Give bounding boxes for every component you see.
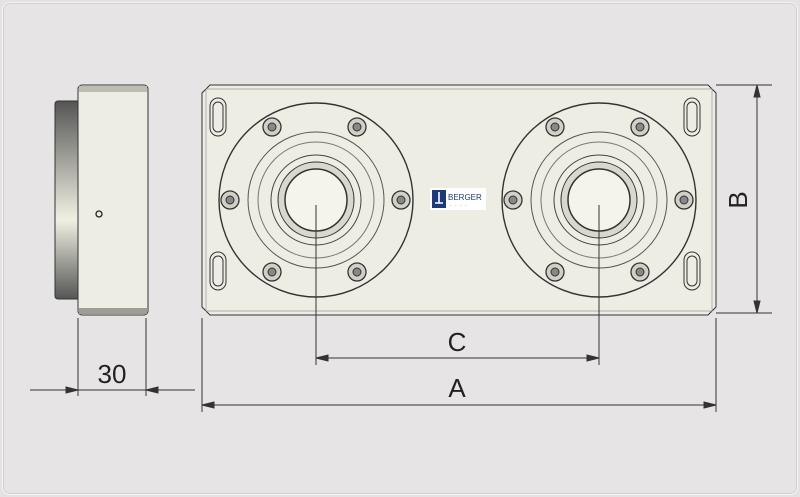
dimension-thickness: 30 <box>98 359 127 389</box>
svg-text:· · · ·: · · · · <box>450 203 468 209</box>
front-view: BERGER · · · · <box>201 84 717 316</box>
flange-left <box>218 102 414 298</box>
svg-text:BERGER: BERGER <box>448 193 482 202</box>
dimension-c: C <box>448 327 467 357</box>
dimension-b: B <box>723 191 753 208</box>
dimension-lines <box>30 84 772 412</box>
side-view <box>54 84 149 316</box>
hole-icon <box>95 210 103 218</box>
brand-logo: BERGER · · · · <box>430 188 486 210</box>
dimension-a: A <box>448 373 466 403</box>
